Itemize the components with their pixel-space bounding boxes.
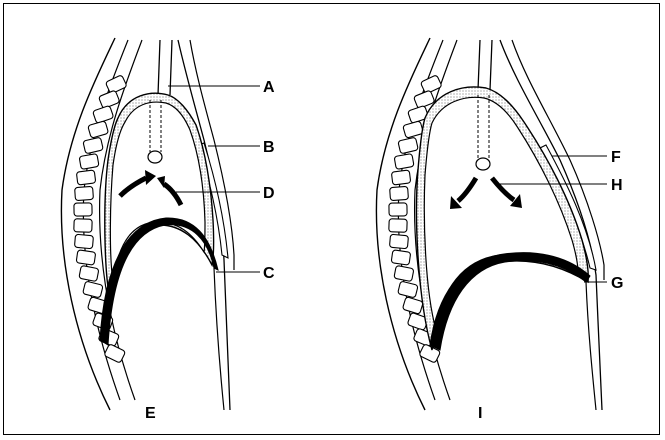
panel-inspiration: F H G I	[376, 38, 623, 422]
callout-a: A	[263, 79, 275, 96]
bronchus-opening	[476, 158, 490, 170]
panel-caption-left: E	[145, 405, 156, 422]
callout-f: F	[611, 149, 621, 166]
bronchus-opening	[148, 151, 162, 163]
abdomen-outline	[586, 282, 596, 410]
callout-g: G	[611, 275, 623, 292]
callout-h: H	[611, 177, 623, 194]
panel-caption-right: I	[478, 405, 482, 422]
callout-b: B	[263, 139, 275, 156]
callout-c: C	[263, 265, 275, 282]
trachea	[478, 40, 492, 90]
abdomen-outline	[214, 268, 224, 410]
panel-expiration: A B D C E	[61, 38, 275, 422]
trachea	[158, 40, 172, 95]
callout-d: D	[263, 185, 275, 202]
